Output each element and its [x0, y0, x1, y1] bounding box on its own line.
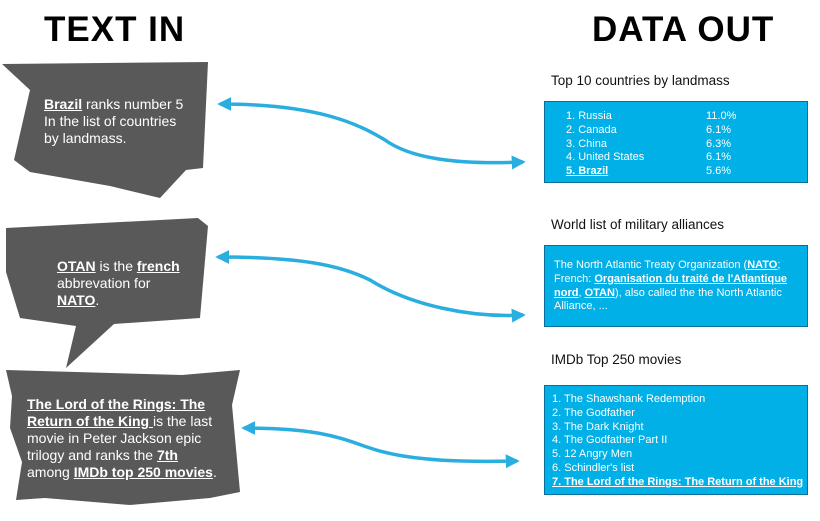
- linked-term[interactable]: OTAN: [584, 286, 615, 299]
- linked-term[interactable]: The Lord of the Rings: The: [27, 396, 206, 412]
- country-share: 6.1%: [706, 151, 732, 164]
- arrow-1: [217, 97, 526, 170]
- country-share: 6.3%: [706, 137, 732, 150]
- text-run: abbrevation for: [57, 275, 151, 291]
- linked-term[interactable]: Organisation du traité de l'Atlantique: [594, 272, 788, 285]
- text-run: ranks number 5: [82, 96, 184, 112]
- countries-title: Top 10 countries by landmass: [551, 73, 730, 88]
- speech-bubble-1: [2, 62, 208, 198]
- linked-term[interactable]: NATO: [747, 259, 778, 271]
- movie-item: 1. The Shawshank Redemption: [552, 393, 706, 405]
- text-run: ,: [578, 286, 585, 299]
- country-row: 1. Russia 11.0%: [566, 110, 807, 124]
- country-name: 2. Canada: [566, 123, 617, 136]
- linked-term[interactable]: french: [136, 258, 180, 274]
- speech-bubble-2: [6, 218, 208, 368]
- arrow-3: [241, 421, 520, 469]
- alliance-line: The North Atlantic Treaty Organization (…: [554, 259, 807, 273]
- text-run: In the list of countries: [44, 113, 177, 129]
- country-share: 5.6%: [706, 165, 732, 178]
- movie-item[interactable]: 7. The Lord of the Rings: The Return of …: [552, 475, 804, 488]
- text-run: among: [27, 464, 74, 480]
- arrow-2: [215, 250, 526, 323]
- country-name: 1. Russia: [566, 110, 612, 122]
- linked-term[interactable]: nord: [554, 286, 579, 299]
- linked-term[interactable]: Return of the King: [27, 413, 153, 429]
- country-row: 5. Brazil 5.6%: [566, 165, 807, 179]
- text-run: ;: [777, 259, 781, 271]
- movie-item: 2. The Godfather: [552, 406, 635, 419]
- country-share: 11.0%: [706, 110, 737, 122]
- text-run: Alliance, ...: [554, 300, 608, 313]
- alliance-line: nord, OTAN), also called the the North A…: [554, 287, 807, 301]
- data-out-heading: DATA OUT: [592, 10, 775, 49]
- country-share: 6.1%: [706, 123, 732, 136]
- text-run: .: [212, 464, 217, 480]
- movies-title: IMDb Top 250 movies: [551, 352, 682, 367]
- text-run: trilogy and ranks the: [27, 447, 157, 463]
- movie-item: 5. 12 Angry Men: [552, 448, 633, 461]
- country-row: 4. United States 6.1%: [566, 151, 807, 165]
- alliances-box: The North Atlantic Treaty Organization (…: [544, 245, 808, 327]
- movie-item: 4. The Godfather Part II: [552, 434, 668, 447]
- text-in-heading: TEXT IN: [44, 10, 186, 49]
- alliances-title: World list of military alliances: [551, 217, 725, 232]
- alliance-line: French: Organisation du traité de l'Atla…: [554, 273, 807, 287]
- linked-term[interactable]: OTAN: [57, 258, 96, 274]
- alliance-line: Alliance, ...: [554, 300, 807, 314]
- country-name: 4. United States: [566, 151, 645, 164]
- speech-bubble-3: [6, 370, 240, 505]
- text-run: movie in Peter Jackson epic: [27, 430, 202, 446]
- country-name: 3. China: [566, 137, 607, 150]
- text-run: .: [95, 292, 100, 308]
- linked-term[interactable]: Brazil: [44, 96, 83, 112]
- text-run: ), also called the the North Atlantic: [614, 286, 782, 299]
- linked-term[interactable]: 7th: [156, 447, 178, 463]
- country-row: 2. Canada 6.1%: [566, 124, 807, 138]
- text-run: is the last: [153, 413, 213, 429]
- text-run: The North Atlantic Treaty Organization (: [554, 259, 748, 271]
- linked-term[interactable]: NATO: [57, 292, 96, 308]
- linked-term[interactable]: IMDb top 250 movies: [73, 464, 213, 480]
- movie-item: 6. Schindler's list: [552, 461, 635, 474]
- text-run: is the: [95, 258, 137, 274]
- movie-item: 3. The Dark Knight: [552, 420, 644, 433]
- country-row: 3. China 6.3%: [566, 138, 807, 152]
- country-name[interactable]: 5. Brazil: [566, 165, 609, 178]
- text-run: by landmass.: [44, 130, 127, 146]
- text-run: French:: [554, 272, 595, 285]
